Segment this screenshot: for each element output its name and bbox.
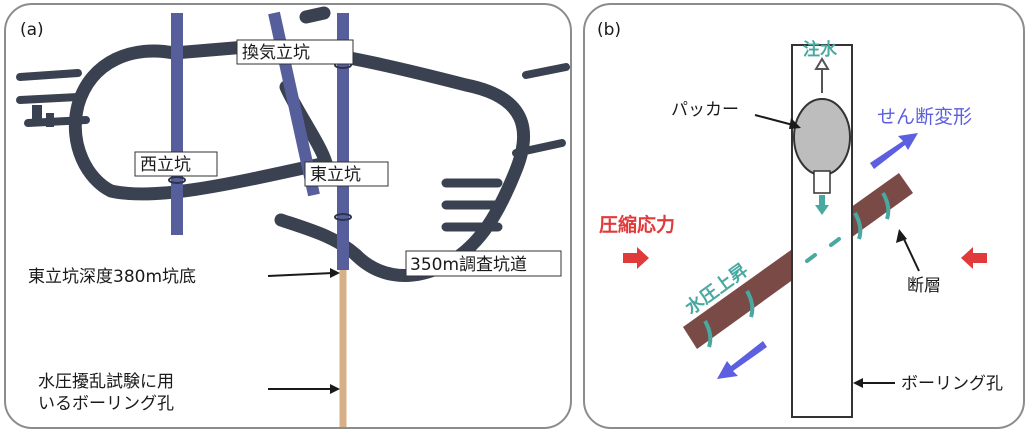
injection-arrow xyxy=(814,57,830,93)
packer xyxy=(793,98,851,176)
shear-arrows xyxy=(717,133,918,379)
borehole-arrowhead xyxy=(853,378,863,388)
borehole-label-line2: いるボーリング孔 xyxy=(38,394,174,414)
gallery-label: 350m調査坑道 xyxy=(410,255,527,275)
tunnel-top-stub xyxy=(299,6,331,24)
packer-leader xyxy=(754,114,794,126)
shaft-rings xyxy=(168,61,352,221)
east-shaft-label-box xyxy=(304,161,389,187)
borehole-label: ボーリング孔 xyxy=(901,374,1003,394)
west-shaft-label: 西立坑 xyxy=(140,155,191,175)
panel-b-tag: (b) xyxy=(597,20,621,40)
fault-rings xyxy=(703,192,891,348)
shaft-bottom-label: 東立坑深度380m坑底 xyxy=(28,267,196,287)
fault-label: 断層 xyxy=(907,276,941,296)
east-shaft-label: 東立坑 xyxy=(310,165,361,185)
injection-label: 注水 xyxy=(803,39,838,60)
tunnel-350m-gallery xyxy=(274,213,363,262)
shaft-bottom-arrowhead xyxy=(330,268,340,278)
packer-stem xyxy=(813,170,831,194)
compression-arrow-left xyxy=(623,247,649,269)
fault-arrowhead xyxy=(896,229,907,243)
ventilation-shaft-label-box xyxy=(236,39,354,65)
compression-label: 圧縮応力 xyxy=(599,213,675,236)
panel-b: (b) 注水 パッカー xyxy=(583,3,1025,429)
tunnel-west-loop xyxy=(68,44,333,201)
shaft-bottom-leader xyxy=(267,272,334,277)
water-dashes xyxy=(805,237,841,263)
tunnel-side-stubs xyxy=(16,63,570,157)
shear-label: せん断変形 xyxy=(877,106,972,128)
panel-a: (a) xyxy=(4,3,572,429)
borehole-arrowhead xyxy=(330,384,340,394)
tunnel-end-marks xyxy=(32,105,54,127)
compression-arrow-right xyxy=(961,247,987,269)
borehole-label-line1: 水圧擾乱試験に用 xyxy=(38,372,174,392)
panel-b-diagram: (b) 注水 パッカー xyxy=(597,20,1003,418)
gallery-label-box xyxy=(405,250,562,277)
packer-label: パッカー xyxy=(671,100,739,120)
west-shaft-label-box xyxy=(134,151,218,177)
panel-a-diagram: (a) xyxy=(16,6,570,427)
gallery-drifts xyxy=(441,178,503,232)
panel-a-tag: (a) xyxy=(20,20,44,40)
ventilation-shaft-label: 換気立坑 xyxy=(242,43,310,63)
fault-leader xyxy=(902,236,920,272)
water-flow xyxy=(815,195,829,215)
shear-arrow-up xyxy=(870,133,918,169)
shear-arrow-down xyxy=(717,341,767,379)
packer-arrowhead xyxy=(789,118,801,129)
